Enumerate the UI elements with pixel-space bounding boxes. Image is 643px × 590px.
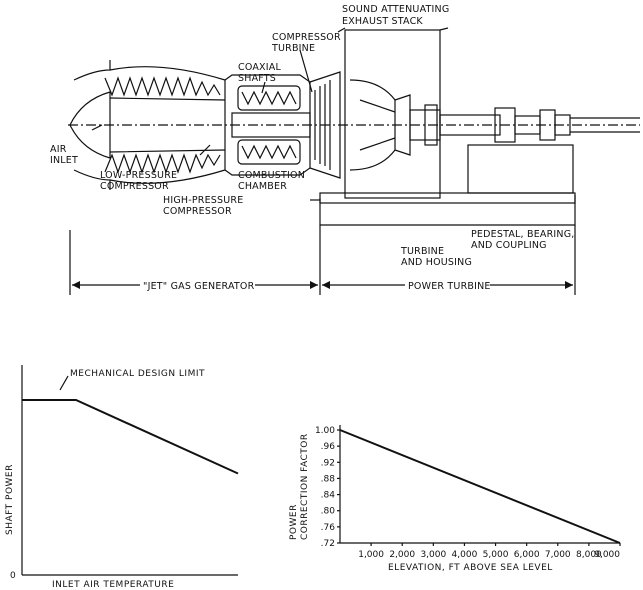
chart1-annotation-leader bbox=[59, 375, 69, 391]
label-coaxial-shafts-1: COAXIAL bbox=[238, 62, 281, 73]
label-jet-gas-generator: "JET" GAS GENERATOR bbox=[143, 281, 255, 292]
chart2-x-label: ELEVATION, FT ABOVE SEA LEVEL bbox=[388, 563, 553, 573]
chart2-y-tick-label: .84 bbox=[321, 491, 336, 501]
label-pedestal-2: AND COUPLING bbox=[471, 240, 547, 251]
lp-compressor-blades bbox=[104, 66, 226, 184]
label-combustion-1: COMBUSTION bbox=[238, 170, 305, 181]
chart2-y-tick-label: .80 bbox=[321, 507, 336, 517]
compressor-turbine bbox=[309, 71, 341, 179]
chart2-y-label-1: POWER bbox=[289, 504, 299, 540]
inlet-bell bbox=[73, 60, 111, 190]
chart2-x-tick-label: 9,000 bbox=[594, 550, 620, 560]
label-pedestal-1: PEDESTAL, BEARING, bbox=[471, 229, 575, 240]
chart2-x-tick-label: 4,000 bbox=[452, 550, 478, 560]
chart2-x-tick-label: 5,000 bbox=[483, 550, 509, 560]
chart2-x-tick-label: 3,000 bbox=[420, 550, 446, 560]
exhaust-stack bbox=[344, 27, 449, 199]
label-compressor-turbine-1: COMPRESSOR bbox=[272, 32, 341, 43]
output-shaft bbox=[409, 104, 640, 146]
power-turbine-span bbox=[322, 281, 573, 289]
pedestal-base bbox=[310, 144, 576, 226]
chart1-x-label: INLET AIR TEMPERATURE bbox=[52, 580, 174, 590]
label-turbine-housing-2: AND HOUSING bbox=[401, 257, 472, 268]
chart2-y-tick-label: .92 bbox=[321, 458, 335, 468]
chart2-x-tick-label: 6,000 bbox=[514, 550, 540, 560]
label-turbine-housing-1: TURBINE bbox=[400, 246, 444, 257]
label-coaxial-shafts-2: SHAFTS bbox=[238, 73, 276, 84]
label-power-turbine: POWER TURBINE bbox=[408, 281, 491, 292]
label-compressor-turbine-2: TURBINE bbox=[271, 43, 315, 54]
label-air-inlet-1: AIR bbox=[50, 144, 67, 155]
engine-diagram: SOUND ATTENUATING EXHAUST STACK COMPRESS… bbox=[50, 4, 640, 295]
label-sound-stack-2: EXHAUST STACK bbox=[342, 16, 423, 27]
label-air-inlet-2: INLET bbox=[50, 155, 78, 166]
combustion-chamber bbox=[224, 74, 311, 176]
power-correction-chart: 1.00 .96 .92 .88 .84 .80 .76 .72 1,000 2,000 3,00… bbox=[289, 425, 621, 573]
chart2-y-label-2: CORRECTION FACTOR bbox=[300, 433, 310, 540]
chart2-x-tick-label: 8,000 bbox=[576, 550, 602, 560]
label-lp-compressor-1: LOW-PRESSURE bbox=[100, 170, 177, 181]
chart1-series-line bbox=[22, 399, 239, 475]
gas-generator-span bbox=[72, 281, 318, 289]
chart2-y-tick-label: .88 bbox=[321, 474, 336, 484]
shaft-power-chart: MECHANICAL DESIGN LIMIT SHAFT POWER 0 IN… bbox=[5, 365, 239, 590]
chart1-y-label: SHAFT POWER bbox=[5, 464, 15, 535]
chart2-y-tick-label: .76 bbox=[321, 523, 336, 533]
label-hp-compressor-2: COMPRESSOR bbox=[163, 206, 232, 217]
chart2-x-tick-label: 1,000 bbox=[358, 550, 384, 560]
chart2-y-tick-label: 1.00 bbox=[315, 426, 335, 436]
label-hp-compressor-1: HIGH-PRESSURE bbox=[163, 195, 243, 206]
label-sound-stack-1: SOUND ATTENUATING bbox=[342, 4, 449, 15]
chart2-y-tick-label: .96 bbox=[321, 442, 336, 452]
label-combustion-2: CHAMBER bbox=[238, 181, 287, 192]
chart2-x-tick-label: 7,000 bbox=[545, 550, 571, 560]
chart2-series-line bbox=[339, 429, 621, 544]
chart2-y-tick-label: .72 bbox=[321, 539, 335, 549]
chart1-origin-label: 0 bbox=[10, 571, 16, 581]
chart2-x-tick-label: 2,000 bbox=[389, 550, 415, 560]
label-lp-compressor-2: COMPRESSOR bbox=[100, 181, 169, 192]
chart1-annotation: MECHANICAL DESIGN LIMIT bbox=[70, 369, 205, 379]
